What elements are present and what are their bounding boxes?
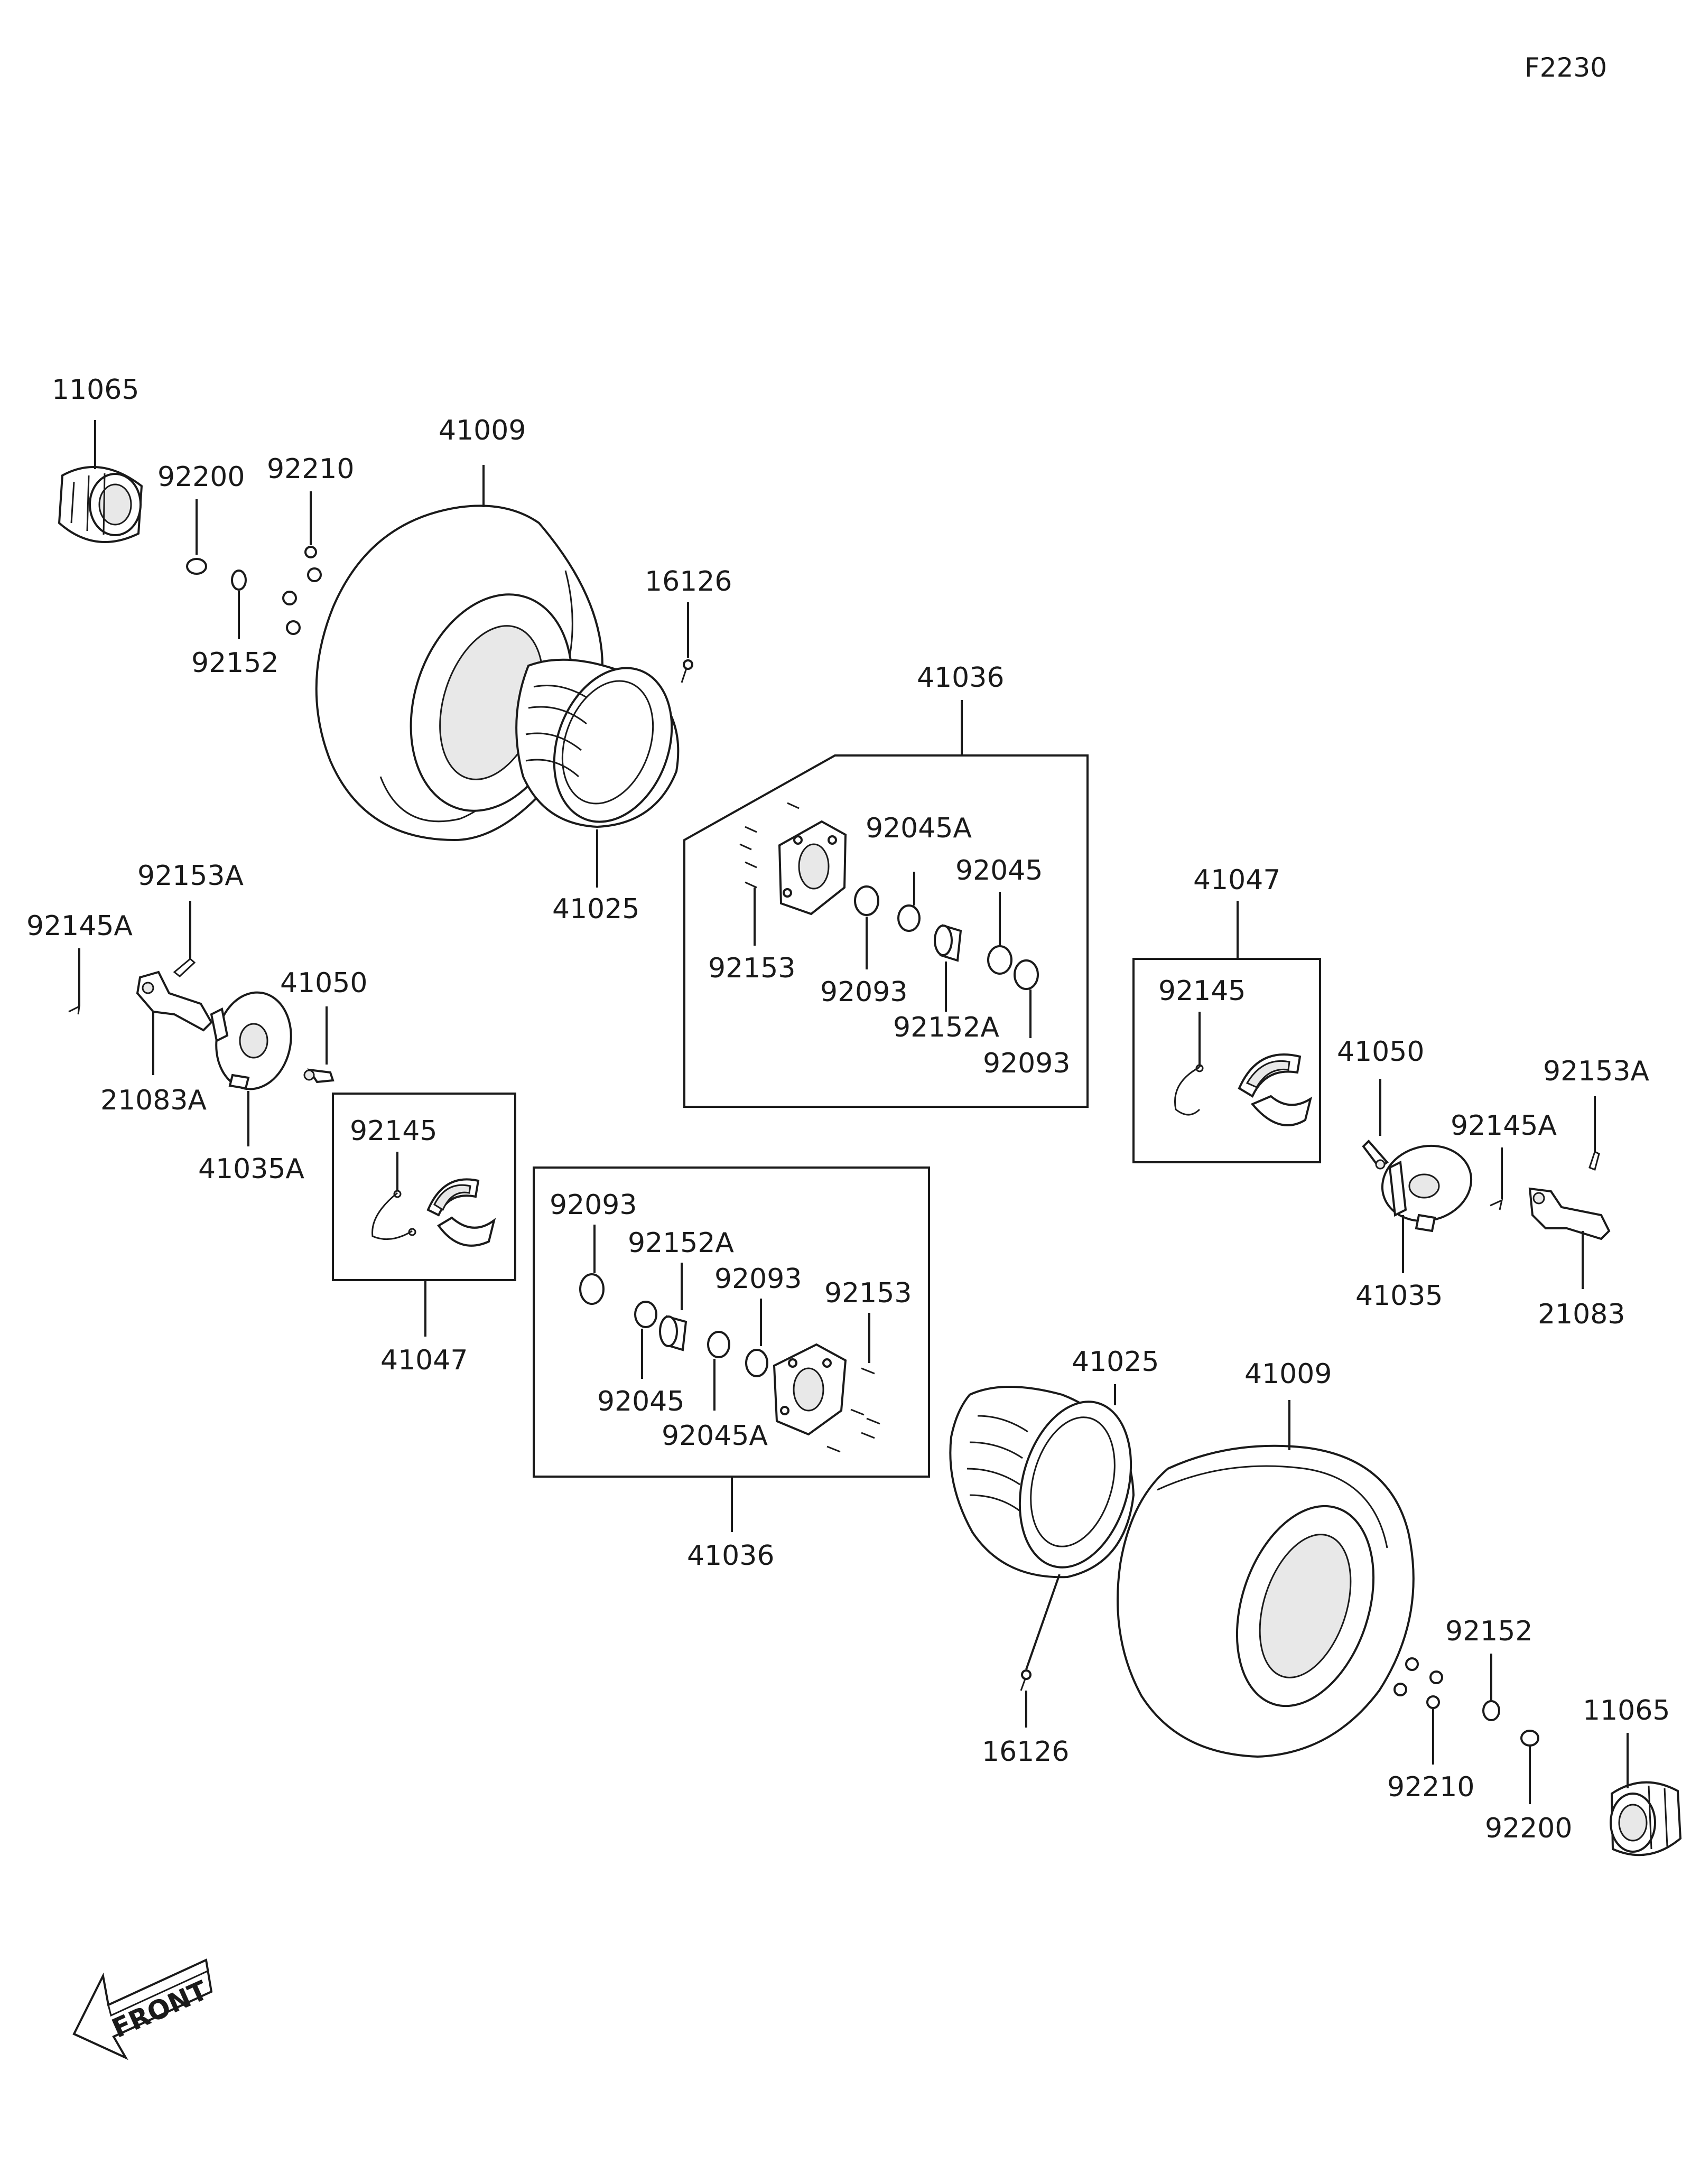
- seal-92093-top-1[interactable]: [854, 885, 879, 916]
- bolt-92153A-right[interactable]: [1588, 1150, 1600, 1171]
- bearing-92045-bottom[interactable]: [634, 1301, 657, 1328]
- label-16126-bottom[interactable]: 16126: [982, 1736, 1069, 1768]
- studs-92153-bottom[interactable]: [826, 1367, 880, 1453]
- tire-41009-bottom[interactable]: [1117, 1444, 1415, 1758]
- label-92200-top[interactable]: 92200: [157, 461, 245, 493]
- label-41025-bottom[interactable]: 41025: [1072, 1346, 1159, 1378]
- label-92093-bottom-1[interactable]: 92093: [550, 1189, 637, 1221]
- valve-16126-top[interactable]: [681, 659, 693, 683]
- spacer-92152A-top[interactable]: [934, 924, 962, 962]
- brake-panel-41035[interactable]: [1374, 1136, 1480, 1233]
- seal-92093-bottom-1[interactable]: [579, 1273, 605, 1305]
- spring-92145-top[interactable]: [1174, 1064, 1204, 1116]
- nut-92152-bottom[interactable]: [1482, 1700, 1500, 1721]
- label-92045A-top[interactable]: 92045A: [866, 813, 972, 844]
- label-92145-top[interactable]: 92145: [1158, 975, 1246, 1007]
- valve-16126-bottom[interactable]: [1020, 1669, 1032, 1691]
- label-41009-top[interactable]: 41009: [439, 415, 526, 446]
- rim-41025-bottom[interactable]: [949, 1386, 1148, 1580]
- label-11065-bottom[interactable]: 11065: [1583, 1695, 1670, 1726]
- lever-21083[interactable]: [1528, 1187, 1611, 1240]
- label-92153A-left[interactable]: 92153A: [137, 860, 244, 892]
- label-92093-top-1[interactable]: 92093: [820, 976, 907, 1008]
- label-21083A[interactable]: 21083A: [100, 1085, 207, 1116]
- pin-92145A-right[interactable]: [1490, 1199, 1503, 1210]
- label-16126-top[interactable]: 16126: [645, 566, 732, 598]
- label-92045-top[interactable]: 92045: [955, 855, 1043, 886]
- front-arrow-icon: [72, 1958, 213, 2060]
- rim-41025-top[interactable]: [515, 651, 692, 838]
- brake-shoes-top[interactable]: [1238, 1053, 1313, 1126]
- bearing-92045-top[interactable]: [987, 945, 1012, 975]
- studs-92153-top[interactable]: [739, 802, 800, 889]
- label-92093-bottom-2[interactable]: 92093: [714, 1263, 802, 1295]
- label-41036-bottom[interactable]: 41036: [687, 1540, 774, 1572]
- label-21083[interactable]: 21083: [1538, 1299, 1625, 1330]
- label-92153-bottom[interactable]: 92153: [824, 1277, 912, 1309]
- hub-kit-box-top: [683, 754, 1089, 1108]
- cam-41050-right[interactable]: [1362, 1140, 1389, 1170]
- label-92045A-bottom[interactable]: 92045A: [662, 1420, 768, 1452]
- label-92145-left[interactable]: 92145: [350, 1115, 437, 1147]
- label-41035[interactable]: 41035: [1355, 1280, 1443, 1312]
- seal-92093-bottom-2[interactable]: [745, 1349, 768, 1377]
- label-92200-bottom[interactable]: 92200: [1485, 1813, 1572, 1844]
- label-92153-top[interactable]: 92153: [708, 953, 795, 984]
- label-92093-top-2[interactable]: 92093: [983, 1048, 1070, 1079]
- bearing-92045A-bottom[interactable]: [707, 1331, 730, 1358]
- label-41025-top[interactable]: 41025: [552, 893, 639, 925]
- hub-top[interactable]: [778, 820, 847, 916]
- label-92152A-top[interactable]: 92152A: [893, 1012, 999, 1043]
- label-92152-bottom[interactable]: 92152: [1445, 1616, 1532, 1647]
- cam-41050-left[interactable]: [303, 1068, 335, 1084]
- nut-92152-top[interactable]: [231, 570, 247, 591]
- spacer-92152A-bottom[interactable]: [659, 1315, 687, 1351]
- label-41047-top[interactable]: 41047: [1193, 864, 1280, 896]
- label-11065-top[interactable]: 11065: [52, 374, 139, 406]
- figure-code: F2230: [1525, 52, 1607, 83]
- label-92153A-right[interactable]: 92153A: [1543, 1056, 1649, 1087]
- label-92145A-right[interactable]: 92145A: [1451, 1110, 1557, 1142]
- label-41050-right[interactable]: 41050: [1337, 1036, 1424, 1068]
- washer-92200-bottom[interactable]: [1520, 1730, 1539, 1747]
- pin-92145A-left[interactable]: [68, 1005, 80, 1015]
- bolt-92153A-left[interactable]: [173, 958, 196, 977]
- label-92152A-bottom[interactable]: 92152A: [628, 1227, 734, 1259]
- washer-92200-top[interactable]: [186, 558, 207, 575]
- label-92152-top[interactable]: 92152: [191, 647, 278, 679]
- hub-bottom[interactable]: [773, 1343, 847, 1436]
- lever-21083A[interactable]: [136, 970, 213, 1032]
- hub-cap-top[interactable]: [58, 466, 143, 543]
- brake-shoes-left[interactable]: [426, 1178, 496, 1247]
- label-41047-bottom[interactable]: 41047: [380, 1345, 468, 1376]
- brake-shoe-kit-box-left: [332, 1093, 516, 1281]
- brake-panel-41035A[interactable]: [209, 986, 299, 1095]
- bearing-92045A-top[interactable]: [897, 904, 921, 932]
- label-41035A[interactable]: 41035A: [198, 1153, 304, 1185]
- label-92045-bottom[interactable]: 92045: [597, 1386, 684, 1417]
- label-92210-bottom[interactable]: 92210: [1387, 1771, 1474, 1803]
- brake-shoe-kit-box-right: [1132, 958, 1321, 1163]
- seal-92093-top-2[interactable]: [1014, 959, 1039, 990]
- label-41036-top[interactable]: 41036: [917, 662, 1004, 694]
- nuts-92210-top[interactable]: [282, 546, 322, 635]
- hub-cap-bottom[interactable]: [1610, 1781, 1682, 1856]
- label-92145A-left[interactable]: 92145A: [26, 910, 133, 942]
- nuts-92210-bottom[interactable]: [1393, 1657, 1443, 1709]
- label-92210-top[interactable]: 92210: [267, 453, 354, 485]
- spring-92145-left[interactable]: [371, 1190, 416, 1240]
- label-41050-left[interactable]: 41050: [280, 967, 367, 999]
- label-41009-bottom[interactable]: 41009: [1244, 1358, 1332, 1390]
